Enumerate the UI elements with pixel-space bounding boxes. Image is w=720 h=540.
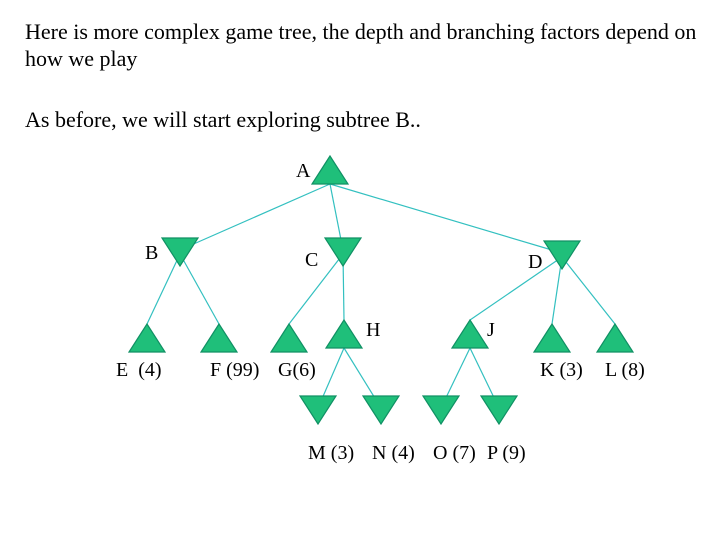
node-label-p: P (9) [487, 442, 526, 464]
node-label-a: A [296, 160, 311, 182]
node-b-down-triangle-icon [160, 237, 200, 268]
node-f-up-triangle-icon [199, 322, 239, 353]
edge-d-l [561, 256, 616, 325]
node-label-b: B [145, 242, 158, 264]
node-label-f: F (99) [210, 359, 259, 381]
node-g-up-triangle-icon [269, 322, 309, 353]
edge-b-e [146, 253, 181, 325]
tree-labels: A B C D E (4) F (99) G(6) H J K (3) L (8) M (3) N (4… [116, 160, 645, 464]
node-n-down-triangle-icon [361, 395, 401, 426]
node-a-up-triangle-icon [310, 154, 350, 185]
node-e-up-triangle-icon [127, 322, 167, 353]
node-j-up-triangle-icon [450, 318, 490, 349]
node-label-c: C [305, 249, 318, 271]
node-label-g: G(6) [278, 359, 316, 381]
node-label-d: D [528, 251, 542, 273]
node-m-down-triangle-icon [298, 395, 338, 426]
node-o-down-triangle-icon [421, 395, 461, 426]
intro-text: Here is more complex game tree, the dept… [25, 19, 697, 71]
node-label-m: M (3) [308, 442, 354, 464]
tree-nodes [127, 154, 635, 426]
edge-c-g [288, 253, 344, 325]
node-label-k: K (3) [540, 359, 583, 381]
node-l-up-triangle-icon [595, 322, 635, 353]
node-h-up-triangle-icon [324, 318, 364, 349]
node-k-up-triangle-icon [532, 322, 572, 353]
node-label-j: J [487, 319, 495, 341]
edge-d-k [551, 256, 563, 325]
node-p-down-triangle-icon [479, 395, 519, 426]
node-c-down-triangle-icon [323, 237, 363, 268]
node-label-o: O (7) [433, 442, 476, 464]
edge-a-b [179, 183, 331, 251]
edge-b-f [179, 253, 220, 325]
node-d-down-triangle-icon [542, 240, 582, 271]
node-label-h: H [366, 319, 380, 341]
edge-d-j [469, 256, 563, 321]
subtree-note: As before, we will start exploring subtr… [25, 107, 421, 132]
node-label-e: E (4) [116, 359, 162, 381]
edge-a-d [329, 183, 563, 254]
node-label-l: L (8) [605, 359, 645, 381]
node-label-n: N (4) [372, 442, 415, 464]
